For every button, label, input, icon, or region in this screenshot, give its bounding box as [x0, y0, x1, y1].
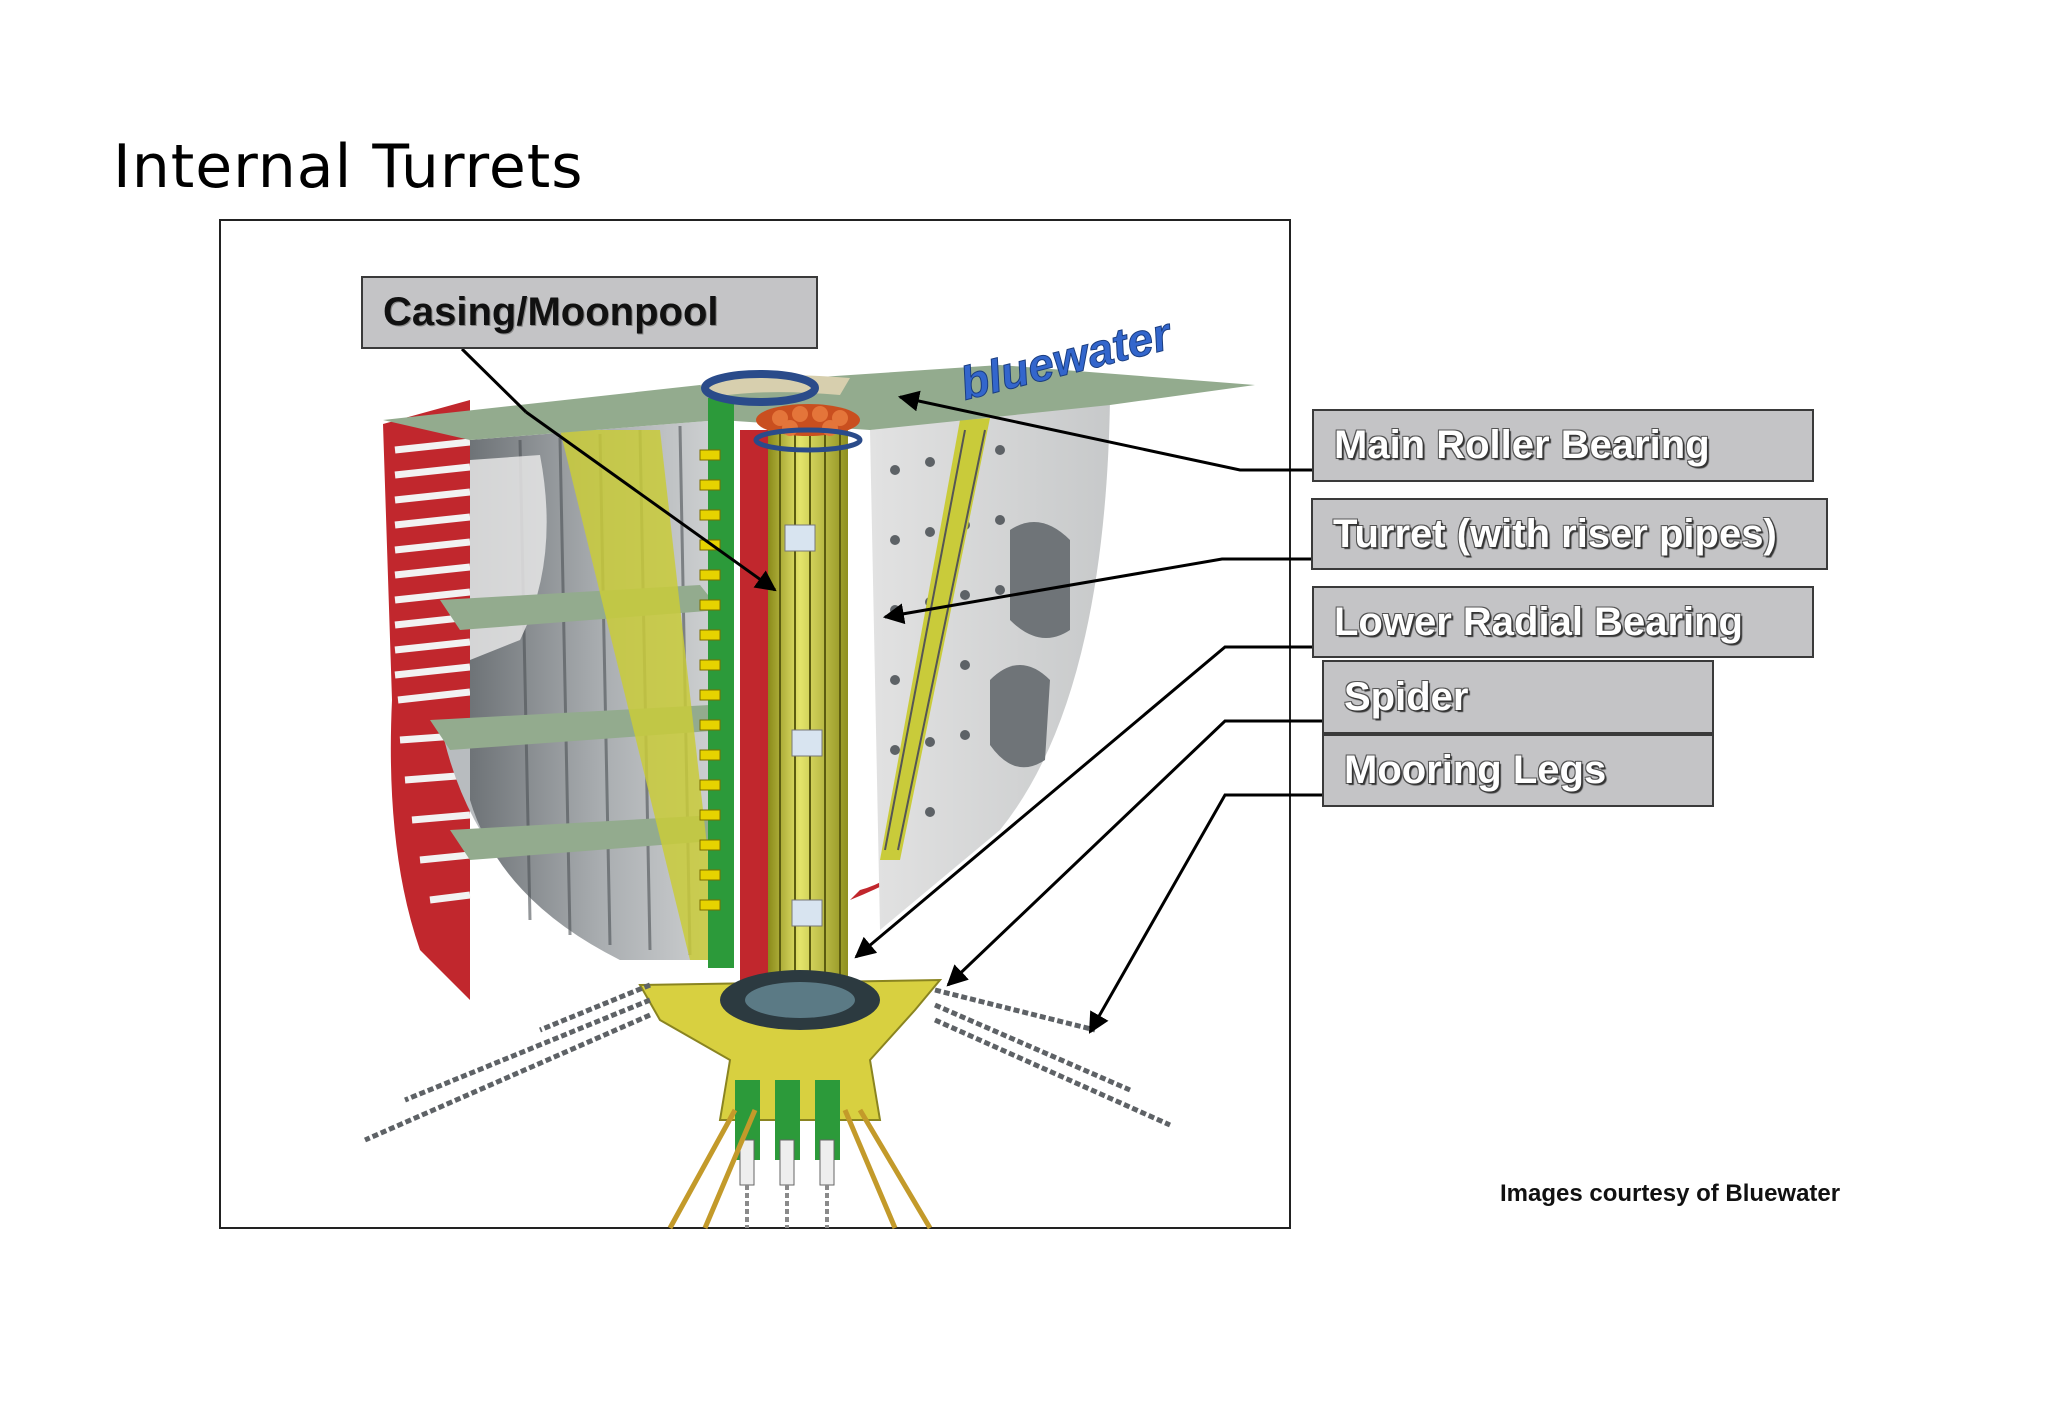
label-spider: Spider	[1322, 660, 1714, 734]
turret-risers	[753, 404, 863, 1020]
spider	[638, 970, 943, 1186]
label-lower-radial-bearing: Lower Radial Bearing	[1312, 586, 1814, 658]
label-main-roller-bearing: Main Roller Bearing	[1312, 409, 1814, 482]
image-credit: Images courtesy of Bluewater	[1500, 1180, 1841, 1207]
slide-title: Internal Turrets	[113, 132, 584, 202]
label-turret: Turret (with riser pipes)	[1311, 498, 1828, 570]
hull-compartments-right	[870, 400, 1110, 930]
mooring-legs	[363, 982, 1172, 1230]
hull-compartments-left	[430, 420, 730, 960]
label-casing-moonpool: Casing/Moonpool	[361, 276, 818, 349]
label-mooring-legs: Mooring Legs	[1322, 734, 1714, 807]
